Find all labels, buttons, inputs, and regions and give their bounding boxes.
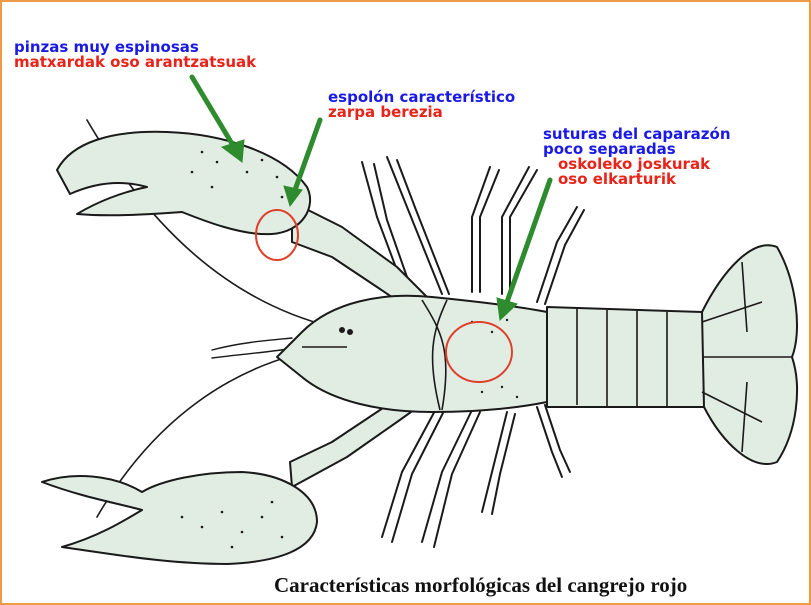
upper-claw: [57, 132, 310, 234]
label-pinzas-eu: matxardak oso arantzatsuak: [14, 55, 256, 70]
label-suturas-eu-2: oso elkarturik: [558, 172, 676, 187]
walking-legs-lower: [292, 402, 570, 547]
abdomen: [547, 307, 722, 407]
figure-caption: Características morfológicas del cangrej…: [274, 573, 687, 598]
tail-fan: [702, 245, 797, 464]
espolon-arrow: [295, 120, 320, 190]
label-espolon-eu: zarpa berezia: [328, 105, 443, 120]
lower-claw: [42, 472, 317, 564]
